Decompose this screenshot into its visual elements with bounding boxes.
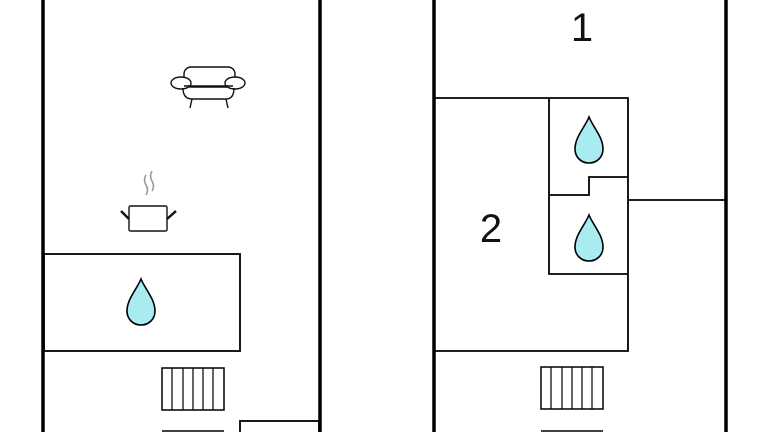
stairs-icon bbox=[161, 367, 225, 411]
ground-floor-plan bbox=[41, 0, 322, 432]
room-label-1: 1 bbox=[571, 6, 593, 50]
small-room bbox=[239, 420, 320, 432]
stairs-icon bbox=[540, 366, 604, 410]
interior-walls bbox=[435, 97, 725, 352]
cooking-pot-icon bbox=[120, 170, 177, 232]
sofa-icon bbox=[170, 66, 246, 109]
water-drop-icon bbox=[126, 278, 156, 326]
room-label-2: 2 bbox=[480, 207, 502, 251]
water-drop-icon bbox=[574, 214, 604, 262]
bathroom-room bbox=[43, 253, 241, 352]
upper-floor-plan: 1 2 bbox=[432, 0, 728, 432]
water-drop-icon bbox=[574, 116, 604, 164]
